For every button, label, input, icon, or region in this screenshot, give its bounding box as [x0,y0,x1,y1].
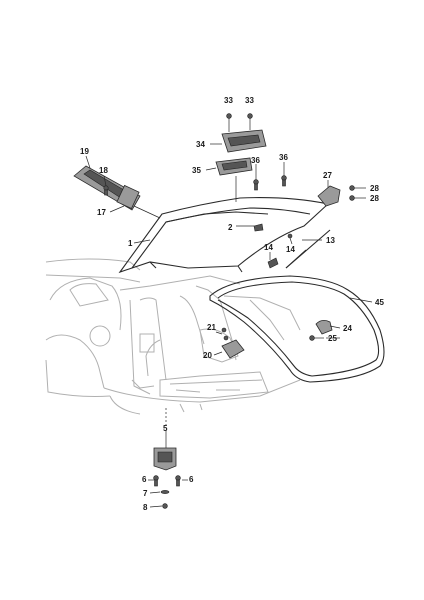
callout-2: 2 [228,223,233,232]
callout-1: 1 [128,239,133,248]
callout-8: 8 [143,503,148,512]
tailgate-part-1 [118,197,330,274]
callout-33: 33 [245,96,254,105]
hinge-assembly [215,113,287,202]
callout-27: 27 [323,171,332,180]
callout-6: 6 [142,475,147,484]
callout-21: 21 [207,323,216,332]
callout-20: 20 [203,351,212,360]
callout-7: 7 [143,489,148,498]
callout-45: 45 [375,298,384,307]
callout-14: 14 [286,245,295,254]
callout-5: 5 [163,424,168,433]
callout-14: 14 [264,243,273,252]
car-body-outline [45,258,301,415]
gas-strut-part-13 [253,223,331,269]
callout-19: 19 [80,147,89,156]
striker-assembly [153,408,181,509]
bump-stop-part-24 [309,320,333,341]
callout-35: 35 [192,166,201,175]
leader-lines [85,143,373,508]
callout-28: 28 [370,194,379,203]
door-seal-part-45 [209,275,385,383]
callout-34: 34 [196,140,205,149]
callout-labels: 33 33 34 35 36 36 27 28 28 19 18 17 1 2 … [80,96,384,512]
latch-part-27 [317,185,366,207]
handle-assembly [73,165,161,219]
callout-6: 6 [189,475,194,484]
callout-28: 28 [370,184,379,193]
callout-17: 17 [97,208,106,217]
callout-25: 25 [328,334,337,343]
callout-18: 18 [99,166,108,175]
lock-part-20 [221,327,245,359]
callout-33: 33 [224,96,233,105]
callout-36: 36 [279,153,288,162]
callout-36: 36 [251,156,260,165]
callout-13: 13 [326,236,335,245]
callout-24: 24 [343,324,352,333]
